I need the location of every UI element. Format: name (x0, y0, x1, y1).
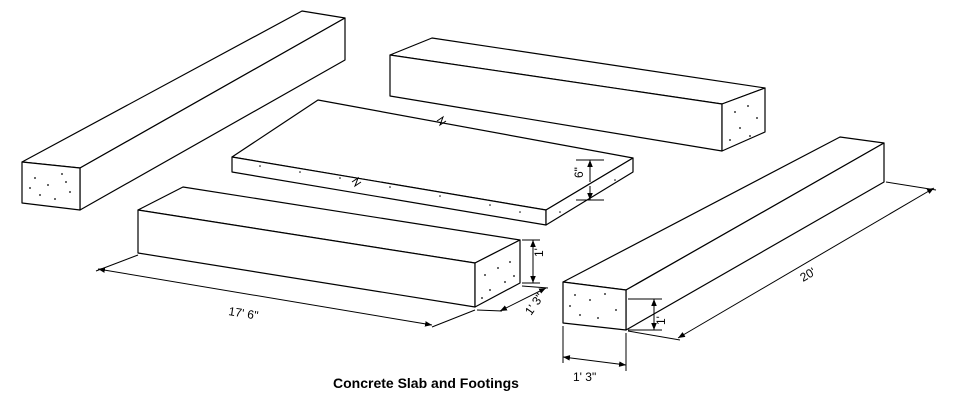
break-line-icon (436, 115, 447, 127)
slab-thickness-dimension: 6" (572, 159, 604, 201)
right-footing-height-dimension: 1' (628, 298, 668, 331)
front-footing-height-label: 1' (532, 248, 546, 257)
front-footing-height-dimension: 1' (522, 239, 546, 284)
front-footing-width-label: 1' 3" (522, 291, 547, 318)
concrete-texture (259, 165, 616, 213)
concrete-texture (569, 293, 617, 319)
right-footing-width-label: 1' 3" (573, 370, 596, 384)
back-footing (389, 37, 766, 152)
left-footing (21, 10, 346, 211)
concrete-texture (729, 105, 758, 141)
front-footing-length-dimension: 17' 6" (95, 254, 476, 328)
right-footing-width-dimension: 1' 3" (562, 326, 627, 384)
slab-thickness-label: 6" (572, 167, 586, 178)
concrete-texture (481, 261, 515, 299)
front-footing-length-label: 17' 6" (228, 304, 260, 323)
right-footing-height-label: 1' (654, 316, 668, 325)
right-footing-length-dimension: 20' (627, 181, 937, 341)
diagram-caption: Concrete Slab and Footings (333, 375, 519, 391)
concrete-texture (29, 173, 71, 200)
right-footing-length-label: 20' (798, 265, 819, 285)
break-line-icon (351, 176, 362, 188)
